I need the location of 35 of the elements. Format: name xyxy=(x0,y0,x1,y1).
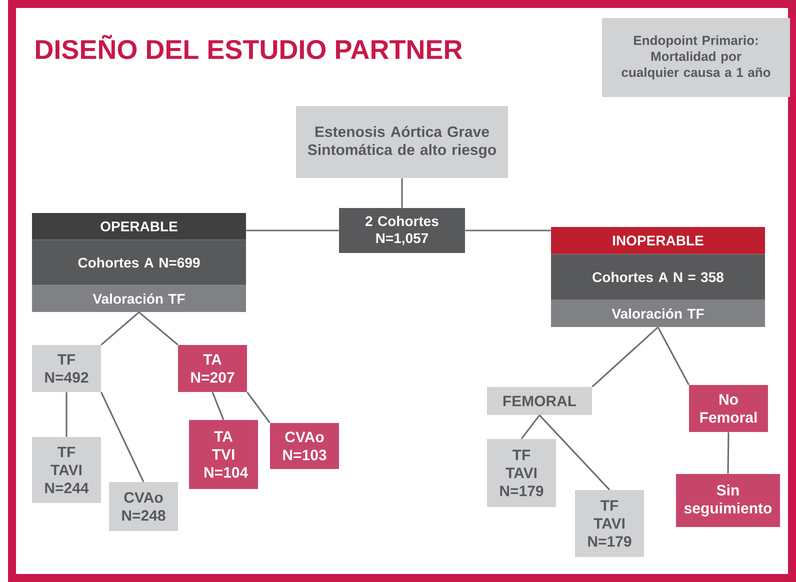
connector-line xyxy=(66,392,68,437)
connector-line xyxy=(246,392,270,424)
cohort-band: Cohortes A N=699 xyxy=(32,240,246,286)
arm-box: CVAo N=248 xyxy=(109,482,178,531)
connector-line xyxy=(100,312,140,346)
connector-line xyxy=(520,414,540,440)
arm-box: CVAo N=103 xyxy=(270,423,339,469)
cohort-box: 2 Cohortes N=1,057 xyxy=(339,208,465,253)
assessment-band: Valoración TF xyxy=(32,285,246,312)
arm-box: TA TVI N=104 xyxy=(189,420,258,489)
cohort-band: Cohortes A N = 358 xyxy=(551,254,765,300)
arm-box: Sin seguimiento xyxy=(676,474,780,527)
note-box: Endopoint Primario: Mortalidad por cualquier causa a 1 año xyxy=(602,18,790,97)
connector-line xyxy=(138,312,178,346)
arm-box: No Femoral xyxy=(689,385,768,432)
connector-line xyxy=(401,178,403,208)
condition-box: Estenosis Aórtica Grave Sintomática de alto riesgo xyxy=(296,106,508,178)
connector-line xyxy=(246,230,339,232)
connector-line xyxy=(212,392,224,420)
connector-line xyxy=(538,414,610,490)
arm-box: TF TAVI N=179 xyxy=(487,439,556,507)
arm-box: TF N=492 xyxy=(32,345,101,392)
connector-line xyxy=(657,326,690,386)
arm-box: TF TAVI N=179 xyxy=(575,490,644,557)
arm-box: TF TAVI N=244 xyxy=(32,437,101,503)
title: DISEÑO DEL ESTUDIO PARTNER xyxy=(36,34,462,60)
arm-box: TA N=207 xyxy=(178,345,247,392)
connector-line xyxy=(592,326,659,388)
group-header: INOPERABLE xyxy=(551,226,765,254)
arm-box: FEMORAL xyxy=(487,387,592,415)
connector-line xyxy=(727,432,730,474)
group-header: OPERABLE xyxy=(32,213,246,240)
assessment-band: Valoración TF xyxy=(551,300,765,328)
connector-line xyxy=(100,392,144,482)
connector-line xyxy=(465,230,551,232)
